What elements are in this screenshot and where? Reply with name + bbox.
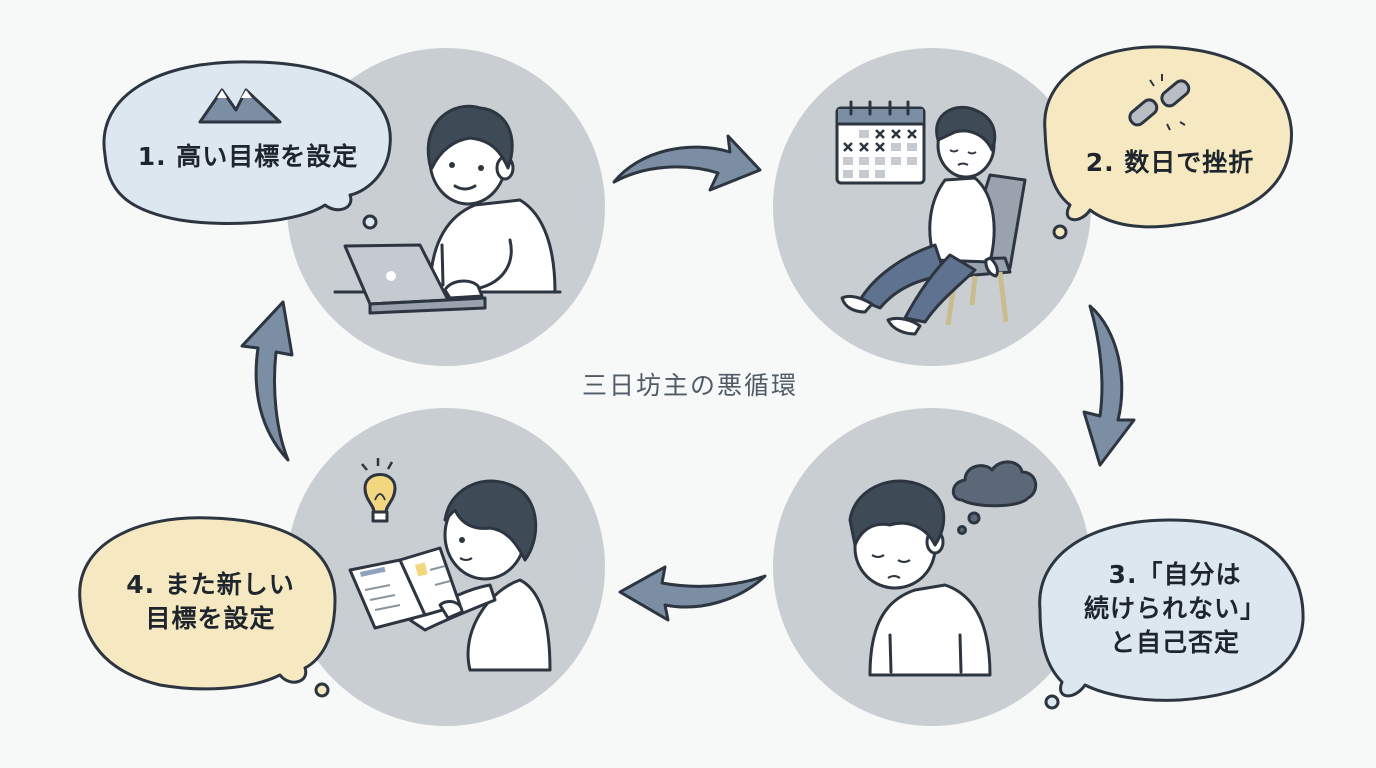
broken-chain-icon <box>1128 74 1191 131</box>
step-1-line-1: 1. 高い目標を設定 <box>137 142 359 171</box>
thought-bubble-step-2 <box>1043 45 1293 240</box>
arrow-step-1-to-2 <box>612 134 762 192</box>
step-3-line-2: 続けられない」 <box>1083 594 1266 623</box>
step-4-line-1: 4. また新しい <box>126 570 295 599</box>
scene-1-person-laptop <box>333 104 562 315</box>
arrow-step-2-to-3 <box>1082 304 1136 467</box>
scene-2-person-slumped <box>835 100 1027 336</box>
step-2-line-1: 2. 数日で挫折 <box>1085 148 1255 177</box>
scene-4-person-reading <box>348 458 552 672</box>
arrow-step-3-to-4 <box>618 565 767 622</box>
arrow-step-4-to-1 <box>240 300 294 462</box>
step-2-label: 2. 数日で挫折 <box>1060 146 1280 180</box>
thought-bubble-step-4 <box>78 516 337 698</box>
step-3-line-1: 3.「自分は <box>1108 560 1242 589</box>
mountain-icon <box>198 88 282 124</box>
lightbulb-icon <box>361 458 397 523</box>
step-4-label: 4. また新しい 目標を設定 <box>88 568 333 636</box>
step-1-label: 1. 高い目標を設定 <box>108 140 388 174</box>
diagram-title: 三日坊主の悪循環 <box>581 371 798 400</box>
step-4-line-2: 目標を設定 <box>145 604 276 633</box>
thought-bubble-step-1 <box>102 60 392 230</box>
calendar-icon <box>835 100 926 185</box>
step-3-label: 3.「自分は 続けられない」 と自己否定 <box>1050 558 1300 660</box>
scene-3-person-sad <box>848 460 1038 677</box>
thought-bubble-step-3 <box>1038 518 1305 710</box>
step-3-line-3: と自己否定 <box>1109 628 1240 657</box>
dark-thought-cloud-icon <box>951 460 1038 535</box>
